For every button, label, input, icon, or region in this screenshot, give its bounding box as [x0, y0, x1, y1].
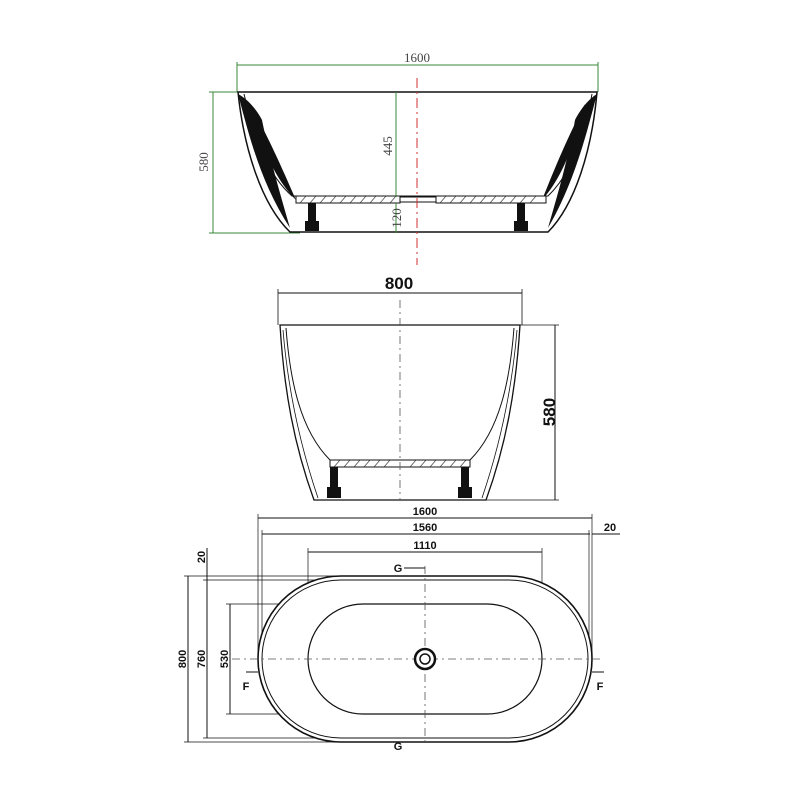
side-wall-shade-left: [238, 94, 290, 228]
top-section-label-f-right: F: [597, 681, 604, 693]
end-overall-height-label: 580: [540, 398, 559, 426]
top-section-label-f-left: F: [243, 681, 250, 693]
end-inner-wall-3: [481, 329, 518, 499]
top-rim-end-label: 20: [604, 522, 616, 534]
side-base-frame-left: [295, 195, 401, 204]
side-base-hatch: [299, 195, 537, 204]
side-overall-length-label: 1600: [404, 50, 430, 65]
top-rim-side-label: 20: [196, 551, 208, 563]
side-wall-shade-right: [548, 94, 597, 228]
end-inner-wall-2: [282, 329, 319, 499]
top-view: 1600 1560 1110 20 800 760 530 20: [177, 506, 620, 753]
top-section-label-g: G: [394, 563, 403, 575]
end-view: 800 580: [277, 274, 559, 501]
end-base-hatch: [333, 459, 467, 468]
side-interior-depth-label: 445: [380, 136, 395, 156]
top-inner-width-label: 530: [219, 650, 231, 668]
side-wall-shade-left-inner: [250, 104, 296, 200]
side-leg-height-label: 120: [389, 208, 404, 228]
side-leg-left: [305, 203, 319, 231]
side-view: 1600 580: [196, 50, 599, 265]
top-inner-length-label: 1110: [413, 540, 436, 552]
side-drain: [399, 196, 437, 203]
side-leg-right: [514, 203, 528, 231]
top-rim-width-label: 760: [196, 650, 208, 668]
end-overall-width-label: 800: [385, 274, 413, 293]
top-rim-length-label: 1560: [413, 522, 437, 534]
side-overall-height-label: 580: [196, 152, 211, 172]
top-section-label-g-bottom: G: [394, 741, 403, 753]
side-wall-shade-right-inner: [542, 104, 585, 200]
end-leg-left: [327, 467, 341, 498]
top-overall-width-label: 800: [177, 650, 189, 668]
top-drain-inner: [419, 653, 431, 665]
top-overall-length-label: 1600: [413, 506, 437, 518]
end-leg-right: [458, 467, 472, 498]
